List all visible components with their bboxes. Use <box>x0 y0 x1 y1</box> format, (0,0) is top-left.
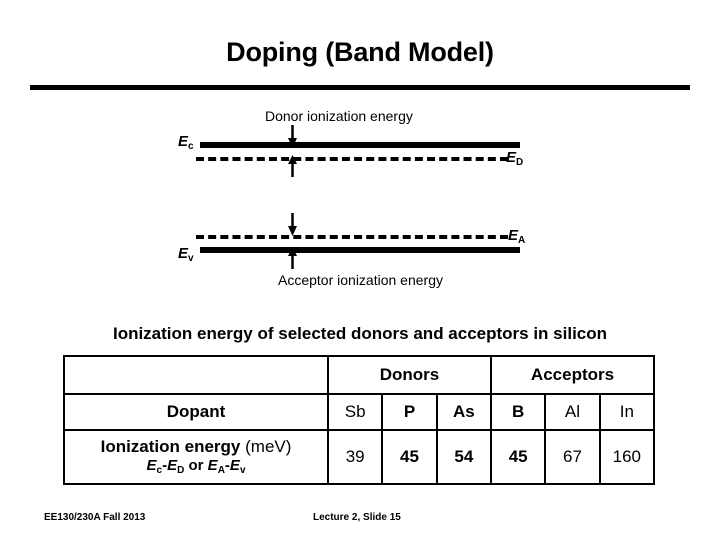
formula-dash-1: - <box>162 457 168 474</box>
page-title: Doping (Band Model) <box>226 37 494 67</box>
group-header-acceptors: Acceptors <box>489 355 656 395</box>
formula-ed-symbol: E <box>167 457 178 474</box>
dopant-ionization-table: Donors Acceptors Dopant Sb P As B Al In … <box>63 355 656 485</box>
conduction-band-line <box>200 142 520 148</box>
row-label-dopant: Dopant <box>63 393 329 431</box>
ed-symbol: E <box>506 149 517 166</box>
formula-or-text: or <box>184 457 208 474</box>
acceptor-ionization-caption: Acceptor ionization energy <box>278 272 443 288</box>
dopant-cell-as: As <box>435 393 492 431</box>
footer-course: EE130/230A Fall 2013 <box>44 512 146 523</box>
title-divider <box>30 85 690 90</box>
dopant-cell-in: In <box>598 393 656 431</box>
dopant-cell-al: Al <box>544 393 601 431</box>
formula-ed-sub: D <box>177 465 185 476</box>
conduction-band-label: Ec <box>178 133 194 152</box>
formula-ec-symbol: E <box>146 457 157 474</box>
group-header-donors: Donors <box>327 355 492 395</box>
row-label-energy-text: Ionization energy <box>100 437 241 456</box>
dopant-cell-sb: Sb <box>326 393 384 431</box>
dopant-cell-p: P <box>381 393 438 431</box>
acceptor-down-arrow-icon <box>288 213 297 236</box>
row-label-energy-unit: (meV) <box>245 437 292 456</box>
band-diagram: Donor ionization energy Ec ED EA Ev <box>0 100 720 300</box>
donor-level-line <box>196 157 508 161</box>
formula-ea-sub: A <box>217 465 225 476</box>
donor-up-arrow-icon <box>288 155 297 177</box>
energy-cell-al: 67 <box>544 429 601 485</box>
valence-band-line <box>200 247 520 253</box>
energy-cell-b: 45 <box>489 429 547 485</box>
ev-subscript: v <box>188 253 194 264</box>
group-header-blank <box>63 355 329 395</box>
energy-cell-as: 54 <box>435 429 492 485</box>
ed-subscript: D <box>516 157 524 168</box>
ea-symbol: E <box>508 227 519 244</box>
energy-cell-in: 160 <box>598 429 656 485</box>
row-label-ionization-energy: Ionization energy (meV) Ec-ED or EA-Ev <box>63 429 329 485</box>
valence-band-label: Ev <box>178 245 194 264</box>
acceptor-level-label: EA <box>508 227 526 246</box>
formula-ev-sub: v <box>239 465 246 476</box>
table-row-dopant: Dopant Sb P As B Al In <box>63 393 656 431</box>
table-row-group-headers: Donors Acceptors <box>63 355 656 395</box>
table-row-ionization-energy: Ionization energy (meV) Ec-ED or EA-Ev 3… <box>63 429 656 485</box>
acceptor-up-arrow-icon <box>288 247 297 269</box>
ea-subscript: A <box>518 235 526 246</box>
donor-ionization-caption: Donor ionization energy <box>265 108 413 124</box>
row-label-energy-formula: Ec-ED or EA-Ev <box>65 457 327 477</box>
footer-slide-number: Lecture 2, Slide 15 <box>313 512 401 523</box>
ec-symbol: E <box>178 133 189 150</box>
acceptor-level-line <box>196 235 508 239</box>
ec-subscript: c <box>188 141 194 152</box>
energy-cell-sb: 39 <box>326 429 384 485</box>
table-caption: Ionization energy of selected donors and… <box>112 324 608 343</box>
formula-ev-symbol: E <box>229 457 240 474</box>
dopant-cell-b: B <box>489 393 547 431</box>
donor-level-label: ED <box>506 149 524 168</box>
ev-symbol: E <box>178 245 189 262</box>
formula-dash-2: - <box>224 457 230 474</box>
formula-ec-sub: c <box>156 465 163 476</box>
energy-cell-p: 45 <box>381 429 438 485</box>
formula-ea-symbol: E <box>207 457 218 474</box>
